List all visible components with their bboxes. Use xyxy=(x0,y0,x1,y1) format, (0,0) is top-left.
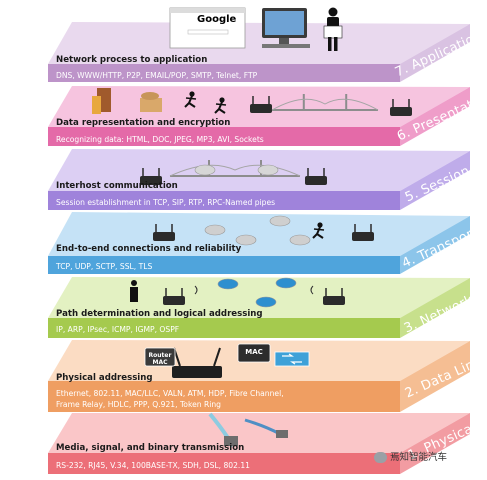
running-person-transport-icon-leg xyxy=(316,233,324,239)
person-icon xyxy=(328,7,338,17)
layer-3-front-band xyxy=(48,318,400,338)
layer-2-desc-line-2: Frame Relay, HDLC, PPP, Q.921, Token Rin… xyxy=(56,400,221,409)
mac-tag: MAC xyxy=(245,348,263,356)
layer-1-side-face xyxy=(400,413,470,474)
watermark-text: 焉知智能汽车 xyxy=(390,452,448,463)
layer-6-front-band xyxy=(48,127,400,146)
layer-2-side-face xyxy=(400,341,470,412)
watermark: 焉知智能汽车 xyxy=(374,449,447,463)
router-transport-1-icon xyxy=(153,232,175,241)
router-session-2-icon xyxy=(305,176,327,185)
person-network-icon xyxy=(131,280,137,286)
router-mac-tag-shape xyxy=(144,347,176,367)
layer-5-side-face xyxy=(400,151,470,210)
layer-2-title: Physical addressing xyxy=(56,373,153,383)
router-mac-tag: Router MAC xyxy=(148,352,172,366)
router-blue-3-icon xyxy=(255,296,277,308)
browser-window xyxy=(169,7,246,49)
running-person-transport-icon-arms xyxy=(313,228,325,231)
person-network-body xyxy=(130,287,138,302)
bridge-icon-cables xyxy=(271,98,379,111)
browser-search-box xyxy=(187,29,229,35)
layer-1-desc: RS-232, RJ45, V.34, 100BASE-TX, SDH, DSL… xyxy=(56,461,251,470)
cloud-transport-3-icon xyxy=(269,215,291,227)
running-person-icon-leg xyxy=(188,102,196,108)
keyboard xyxy=(262,44,310,48)
layer-4-desc: TCP, UDP, SCTP, SSL, TLS xyxy=(56,262,153,271)
layer-4-side-face xyxy=(400,216,470,274)
router-icon xyxy=(250,104,272,113)
layer-2-desc-line-1: Ethernet, 802.11, MAC/LLC, VALN, ATM, HD… xyxy=(56,389,284,398)
router-blue-1-icon xyxy=(217,278,239,290)
router-transport-2-icon xyxy=(352,232,374,241)
router-datalink-antenna-2 xyxy=(213,347,221,367)
ethernet-plug-2 xyxy=(276,430,288,438)
mac-tag-shape xyxy=(237,343,271,363)
layer-4-front-band xyxy=(48,256,400,274)
layer-7-front-band xyxy=(48,64,400,82)
wechat-icon xyxy=(374,452,387,463)
layer-1-front-band xyxy=(48,453,400,474)
monitor-screen xyxy=(265,11,304,35)
package-lid xyxy=(141,92,159,100)
wifi-signal-2 xyxy=(310,285,314,295)
layer-6-title: Data representation and encryption xyxy=(56,118,231,128)
switch-icon xyxy=(274,351,310,367)
bridge-session-icon-cables xyxy=(169,164,301,177)
layer-5-title: Interhost communication xyxy=(56,181,178,191)
layer-3-side-face xyxy=(400,278,470,338)
layer-7-desc: DNS, WWW/HTTP, P2P, EMAIL/POP, SMTP, Tel… xyxy=(56,71,258,80)
layer-3-title: Path determination and logical addressin… xyxy=(56,309,263,319)
layer-1-title: Media, signal, and binary transmission xyxy=(56,443,245,453)
running-person-icon-head xyxy=(189,91,195,97)
layer-4-title: End-to-end connections and reliability xyxy=(56,244,242,254)
cloud-transport-2-icon xyxy=(235,234,257,246)
monitor-stand xyxy=(279,38,289,44)
layer-5-front-band xyxy=(48,191,400,210)
router-datalink-icon xyxy=(172,366,222,378)
switch-arrows xyxy=(282,353,302,365)
running-person-2-icon-head xyxy=(219,97,225,103)
layer-1-top-face xyxy=(48,413,470,453)
ethernet-plug-1 xyxy=(224,436,238,446)
running-person-icon-arms xyxy=(185,97,197,100)
cloud-transport-1-icon xyxy=(204,224,226,236)
door-person xyxy=(92,96,101,114)
router-network-2-icon xyxy=(323,296,345,305)
router-blue-2-icon xyxy=(275,277,297,289)
layer-2-front-band xyxy=(48,381,400,412)
layer-7-side-face xyxy=(400,24,470,82)
cloud-transport-4-icon xyxy=(289,234,311,246)
running-person-2-icon-leg xyxy=(218,108,226,114)
layer-6-side-face xyxy=(400,87,470,146)
layer-3-desc: IP, ARP, IPsec, ICMP, IGMP, OSPF xyxy=(56,325,180,334)
router-network-1-icon xyxy=(163,296,185,305)
running-person-2-icon-arms xyxy=(215,103,227,106)
person-laptop xyxy=(323,25,343,39)
person-leg-1 xyxy=(328,37,332,51)
router-2-icon xyxy=(390,107,412,116)
layer-7-top-face xyxy=(48,22,470,64)
layer-6-desc: Recognizing data: HTML, DOC, JPEG, MP3, … xyxy=(56,135,264,144)
person-leg-2 xyxy=(334,37,338,51)
browser-logo: Google xyxy=(197,14,237,25)
cloud-session-1-icon xyxy=(194,164,216,176)
running-person-transport-icon-head xyxy=(317,222,323,228)
package-icon xyxy=(140,98,162,112)
wifi-signal-1 xyxy=(194,285,198,295)
cloud-session-2-icon xyxy=(257,164,279,176)
layer-4-top-face xyxy=(48,212,470,256)
router-session-1-icon xyxy=(140,176,162,185)
layer-5-desc: Session establishment in TCP, SIP, RTP, … xyxy=(56,198,276,207)
layer-7-title: Network process to application xyxy=(56,55,208,65)
layer-3-top-face xyxy=(48,277,470,318)
browser-toolbar xyxy=(170,8,245,13)
